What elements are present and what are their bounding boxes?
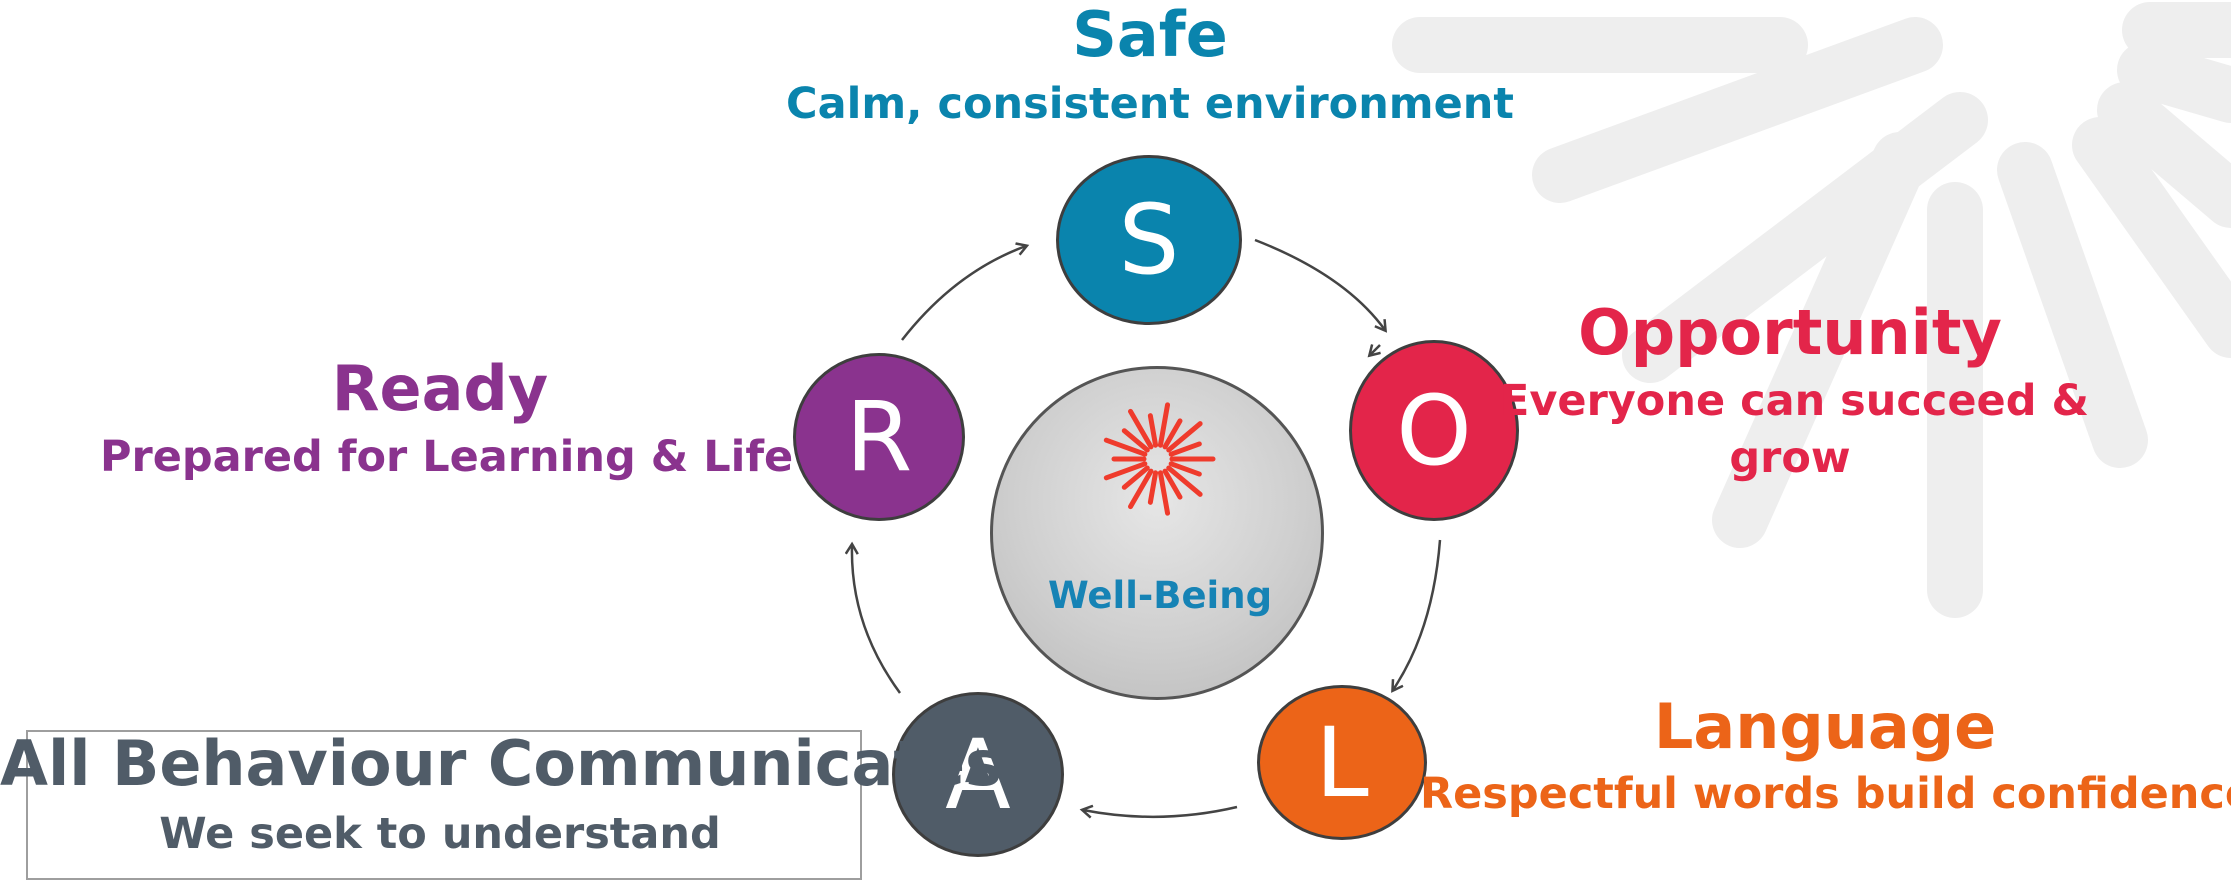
circle-o: O xyxy=(1349,340,1519,521)
sunburst-icon xyxy=(1103,402,1216,516)
opportunity-subtitle-line1: Everyone can succeed & xyxy=(1500,376,2089,426)
ready-title: Ready xyxy=(331,352,549,425)
background-ray xyxy=(1997,142,2148,468)
letter-r: R xyxy=(845,381,913,493)
arrow-l-to-a xyxy=(1083,807,1238,817)
ready-subtitle: Prepared for Learning & Life xyxy=(100,432,794,482)
sunburst-ray xyxy=(1162,468,1183,500)
sunburst-ray xyxy=(1162,418,1183,450)
language-subtitle: Respectful words build confidence xyxy=(1420,769,2231,819)
sunburst-ray xyxy=(1121,428,1150,453)
background-ray xyxy=(2117,42,2231,123)
sunburst-ray xyxy=(1147,470,1159,505)
background-ray xyxy=(1712,132,1928,548)
arrow-r-to-s xyxy=(901,246,1026,341)
arrow-s-to-o xyxy=(1254,238,1385,330)
letter-l: L xyxy=(1315,706,1369,819)
sunburst-ray xyxy=(1168,461,1202,477)
sunburst-ray xyxy=(1166,465,1203,497)
wellbeing-circle: Well-Being xyxy=(990,366,1324,700)
letter-o: O xyxy=(1396,374,1472,487)
arrow-o-to-l xyxy=(1393,539,1442,690)
arrow-a-to-r xyxy=(852,545,902,694)
background-ray xyxy=(1532,17,1943,203)
language-title: Language xyxy=(1653,690,1997,763)
sunburst-ray xyxy=(1128,408,1154,450)
circle-a: A xyxy=(892,692,1064,857)
circle-s: S xyxy=(1056,155,1242,325)
safe-subtitle: Calm, consistent environment xyxy=(786,79,1514,129)
circle-l: L xyxy=(1257,685,1427,840)
sunburst-ray xyxy=(1168,441,1202,457)
letter-a: A xyxy=(945,718,1011,831)
sunburst-ray xyxy=(1157,470,1171,516)
sunburst-ray xyxy=(1121,465,1150,490)
wellbeing-label: Well-Being xyxy=(1047,574,1273,617)
opportunity-subtitle-line2: grow xyxy=(1729,433,1851,483)
sunburst-ray xyxy=(1103,437,1148,457)
sunburst-ray xyxy=(1128,468,1154,510)
arrow-o-to-o xyxy=(1370,345,1380,355)
background-ray xyxy=(2097,82,2231,228)
sunburst-ray xyxy=(1103,461,1148,481)
background-ray xyxy=(2072,117,2231,358)
sunburst-ray xyxy=(1147,413,1159,448)
all-subtitle: We seek to understand xyxy=(159,809,721,859)
opportunity-title: Opportunity xyxy=(1578,296,2002,369)
all-title: All Behaviour Communicates xyxy=(0,727,1002,800)
sunburst-ray xyxy=(1166,421,1203,453)
circle-r: R xyxy=(793,353,965,521)
safe-title: Safe xyxy=(1072,0,1228,71)
sunburst-ray xyxy=(1157,402,1171,448)
letter-s: S xyxy=(1118,184,1180,296)
